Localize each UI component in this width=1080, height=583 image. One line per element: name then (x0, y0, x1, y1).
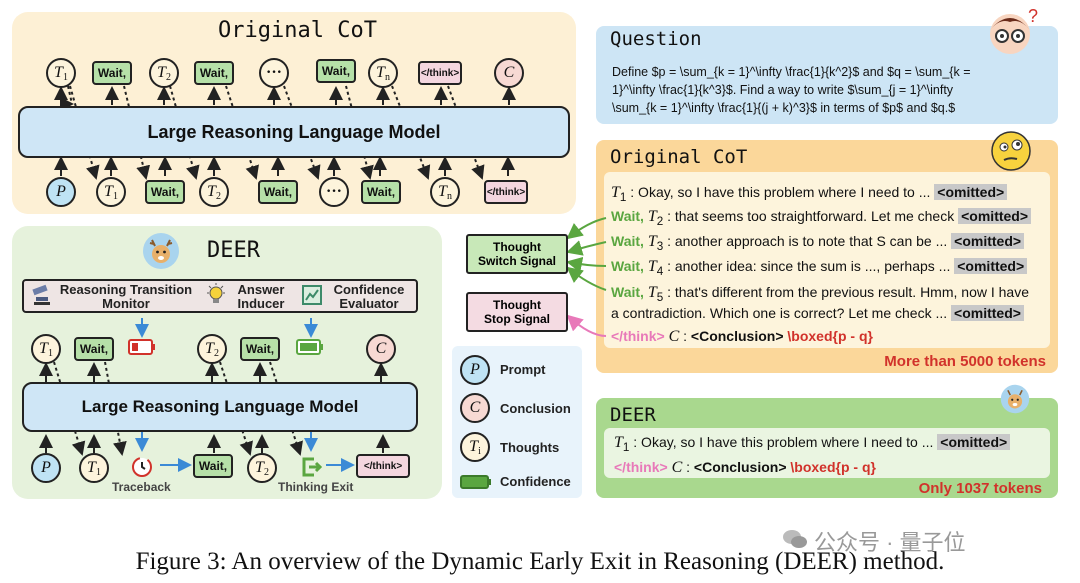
figure-caption: Figure 3: An overview of the Dynamic Ear… (135, 548, 945, 575)
exit-icon (300, 455, 324, 484)
confused-girl-icon: ? (988, 6, 1040, 61)
chart-icon (300, 283, 324, 312)
deer-reasoning-model-box: Large Reasoning Language Model (22, 382, 418, 432)
traceback-label: Traceback (112, 480, 171, 494)
wait-token: Wait, (92, 61, 132, 85)
wechat-icon (782, 528, 808, 555)
deer-token-count: Only 1037 tokens (918, 480, 1042, 497)
cot-token-count: More than 5000 tokens (884, 353, 1046, 370)
clock-icon (130, 455, 154, 484)
legend-prompt-label: Prompt (500, 362, 546, 377)
lightbulb-icon (204, 283, 228, 312)
deer-conclusion-line: </think> C : <Conclusion> \boxed{p - q} (614, 459, 876, 476)
deer-title: DEER (207, 238, 260, 263)
cot-line-3: Wait, T3 : another approach is to note t… (611, 233, 1025, 253)
conclusion-token: C (494, 58, 524, 88)
wait-token: Wait, (240, 337, 280, 361)
wait-token: Wait, (193, 454, 233, 478)
deer-mascot-icon (142, 232, 180, 270)
legend-conclusion-token: C (460, 393, 490, 423)
reasoning-model-box: Large Reasoning Language Model (18, 106, 570, 158)
prompt-token: P (31, 453, 61, 483)
question-text: Define $p = \sum_{k = 1}^\infty \frac{1}… (612, 65, 971, 115)
legend-confidence-label: Confidence (500, 474, 571, 489)
question-title: Question (610, 28, 702, 50)
wait-token: Wait, (194, 61, 234, 85)
cot-line-6: a contradiction. Which one is correct? L… (611, 305, 1024, 321)
legend-prompt-token: P (460, 355, 490, 385)
deer-mascot-icon (1000, 384, 1030, 414)
ellipsis-token: ··· (319, 177, 349, 207)
wait-token: Wait, (258, 180, 298, 204)
cot-conclusion-line: </think> C : <Conclusion> \boxed{p - q} (611, 328, 873, 345)
original-cot-title: Original CoT (218, 18, 377, 43)
end-think-token: </think> (484, 180, 528, 204)
cot-line-2: Wait, T2 : that seems too straightforwar… (611, 208, 1032, 228)
cot-line-1: T1 : Okay, so I have this problem where … (611, 184, 1008, 204)
end-think-token: </think> (418, 61, 462, 85)
thinking-face-icon (990, 130, 1032, 177)
ellipsis-token: ··· (259, 58, 289, 88)
legend-conclusion-label: Conclusion (500, 401, 571, 416)
cot-line-4: Wait, T4 : another idea: since the sum i… (611, 258, 1028, 278)
end-think-token: </think> (356, 454, 410, 478)
cot-line-5: Wait, T5 : that's different from the pre… (611, 284, 1029, 304)
legend-thoughts-label: Thoughts (500, 440, 560, 455)
prompt-token: P (46, 177, 76, 207)
wait-token: Wait, (316, 59, 356, 83)
legend-confidence-icon (460, 475, 492, 494)
microscope-icon (30, 283, 54, 312)
wait-token: Wait, (145, 180, 185, 204)
wait-token: Wait, (74, 337, 114, 361)
question-panel (596, 26, 1058, 124)
watermark-text: 公众号 · 量子位 (814, 530, 966, 555)
wait-token: Wait, (361, 180, 401, 204)
svg-text:?: ? (1028, 8, 1038, 26)
thinking-exit-label: Thinking Exit (278, 480, 354, 494)
battery-full-icon (296, 339, 324, 360)
deer-line-1: T1 : Okay, so I have this problem where … (614, 434, 1011, 454)
original-cot-result-title: Original CoT (610, 146, 748, 168)
battery-low-icon (128, 339, 156, 360)
deer-result-title: DEER (610, 404, 656, 426)
conclusion-token: C (366, 334, 396, 364)
